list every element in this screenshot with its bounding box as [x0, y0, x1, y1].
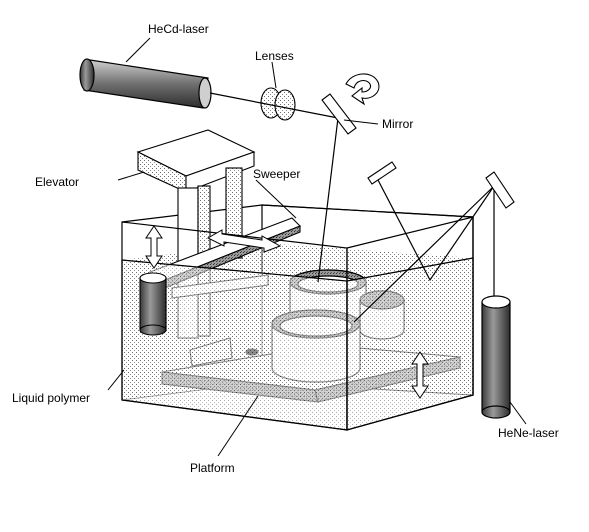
- mirror: [321, 93, 357, 135]
- sweeper-motion-arrow: [206, 229, 282, 253]
- tank-front: [121, 216, 474, 431]
- label-elevator: Elevator: [35, 175, 79, 189]
- label-sweeper: Sweeper: [253, 167, 300, 181]
- leader-lines: [107, 37, 527, 457]
- elevator-counterweight: [139, 272, 167, 336]
- hene-mirror-right: [485, 171, 515, 209]
- label-liquid-polymer: Liquid polymer: [12, 391, 90, 405]
- platform-motion-arrow: [411, 351, 429, 399]
- label-platform: Platform: [190, 461, 235, 475]
- hene-mirror-left: [367, 161, 397, 185]
- label-hene-laser: HeNe-laser: [498, 426, 559, 440]
- label-hecd-laser: HeCd-laser: [148, 22, 209, 36]
- laser-beams: [209, 92, 495, 323]
- label-lenses: Lenses: [255, 49, 294, 63]
- elevator-motion-arrow: [145, 225, 163, 269]
- hene-laser: [481, 295, 511, 419]
- mirror-rotation-arrow: [345, 73, 380, 106]
- lenses: [260, 87, 296, 121]
- label-mirror: Mirror: [382, 117, 413, 131]
- hecd-laser: [79, 58, 212, 109]
